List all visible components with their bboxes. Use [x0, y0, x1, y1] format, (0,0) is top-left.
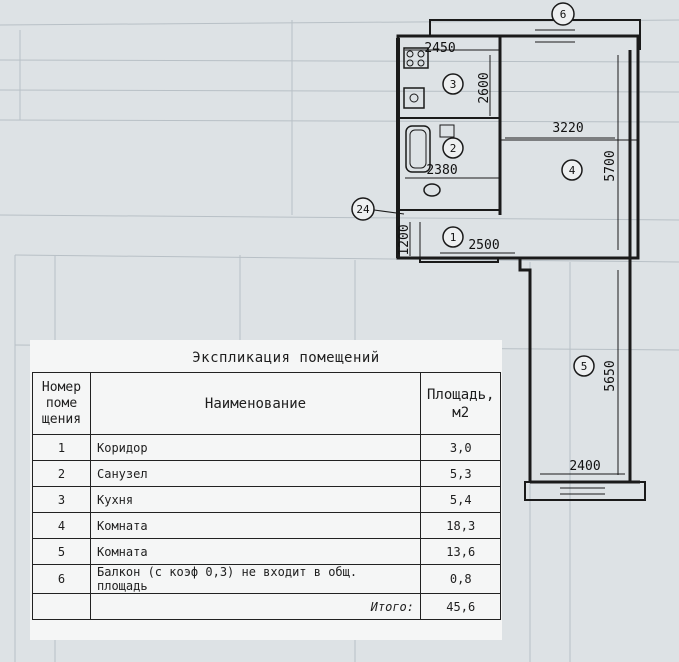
room-number-2: 2	[450, 142, 457, 155]
row-number: 5	[32, 538, 91, 565]
row-name: Кухня	[90, 486, 421, 513]
room-marker-24	[351, 197, 375, 221]
row-number: 4	[32, 512, 91, 539]
row-number: 3	[32, 486, 91, 513]
room-marker-3	[442, 73, 464, 95]
room-marker-6	[551, 2, 575, 26]
dim-3220: 3220	[552, 121, 583, 136]
row-name: Комната	[90, 512, 421, 539]
table-row: 6 Балкон (с коэф 0,3) не входит в общ. п…	[32, 564, 502, 594]
row-name: Коридор	[90, 434, 421, 461]
total-empty-cell	[32, 593, 91, 620]
header-name: Наименование	[90, 372, 421, 435]
row-area: 5,4	[419, 486, 502, 513]
row-area: 18,3	[419, 512, 502, 539]
room-number-24: 24	[356, 203, 370, 216]
row-area: 13,6	[419, 538, 502, 565]
room-marker-4	[561, 159, 583, 181]
dim-2600: 2600	[477, 72, 492, 103]
table-row: 4 Комната 18,3	[32, 512, 502, 539]
table-header-row: Номер поме щения Наименование Площадь, м…	[32, 372, 502, 435]
row-name: Комната	[90, 538, 421, 565]
table-row: 5 Комната 13,6	[32, 538, 502, 565]
dim-2500: 2500	[468, 238, 499, 253]
header-number: Номер поме щения	[32, 372, 91, 435]
room-number-6: 6	[560, 8, 567, 21]
dim-2450: 2450	[424, 41, 455, 56]
dim-2380: 2380	[426, 163, 457, 178]
table-total-row: Итого: 45,6	[32, 593, 502, 620]
room-number-1: 1	[450, 231, 457, 244]
row-number: 1	[32, 434, 91, 461]
explication-title: Экспликация помещений	[192, 350, 380, 366]
explication-table: Номер поме щения Наименование Площадь, м…	[32, 372, 502, 620]
room-marker-1	[442, 226, 464, 248]
room-marker-5	[573, 355, 595, 377]
explication-panel: Экспликация помещений Номер поме щения Н…	[30, 340, 502, 640]
table-row: 1 Коридор 3,0	[32, 434, 502, 461]
dim-1200: 1200	[397, 224, 412, 255]
dim-5650: 5650	[603, 360, 618, 391]
row-number: 2	[32, 460, 91, 487]
table-row: 3 Кухня 5,4	[32, 486, 502, 513]
row-name: Санузел	[90, 460, 421, 487]
row-name: Балкон (с коэф 0,3) не входит в общ. пло…	[90, 564, 421, 594]
room-marker-2	[442, 137, 464, 159]
room-number-4: 4	[569, 164, 576, 177]
row-area: 5,3	[419, 460, 502, 487]
row-number: 6	[32, 564, 91, 594]
header-area: Площадь, м2	[419, 372, 502, 435]
total-label: Итого:	[90, 593, 421, 620]
row-area: 0,8	[419, 564, 502, 594]
room-number-3: 3	[450, 78, 457, 91]
dim-5700: 5700	[603, 150, 618, 181]
room-number-5: 5	[581, 360, 588, 373]
dim-2400: 2400	[569, 459, 600, 474]
table-row: 2 Санузел 5,3	[32, 460, 502, 487]
total-value: 45,6	[419, 593, 502, 620]
row-area: 3,0	[419, 434, 502, 461]
